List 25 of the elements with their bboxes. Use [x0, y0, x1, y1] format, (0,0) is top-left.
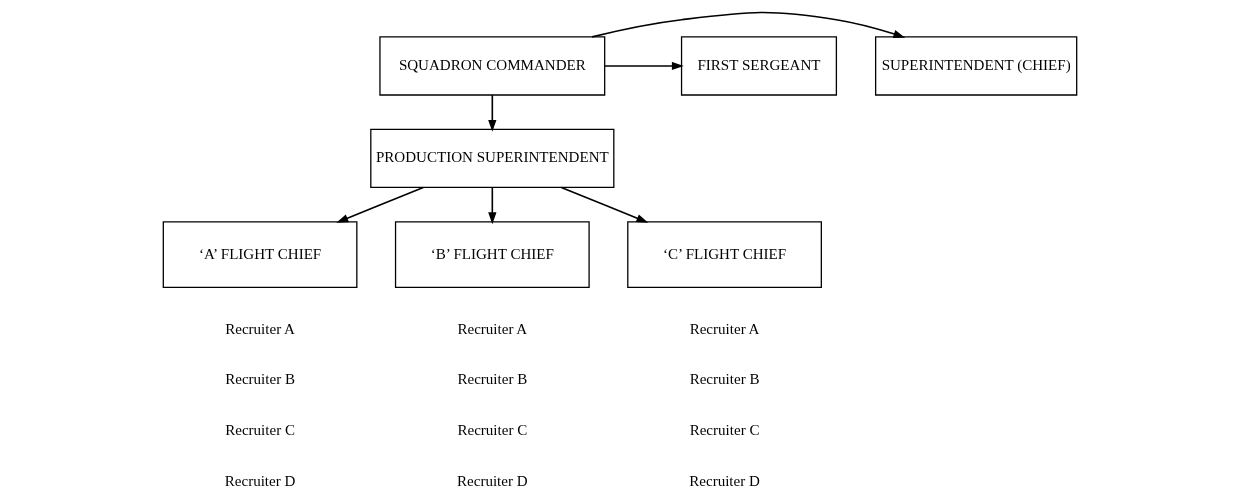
node-box: PRODUCTION SUPERINTENDENT — [369, 128, 614, 189]
node-box: ‘A’ FLIGHT CHIEF — [162, 221, 357, 289]
node-box: ‘B’ FLIGHT CHIEF — [394, 221, 590, 289]
label: Recruiter C — [456, 421, 527, 438]
label: Recruiter A — [689, 320, 759, 337]
label: Recruiter A — [224, 320, 295, 337]
arrow — [487, 186, 496, 225]
node-box: SQUADRON COMMANDER — [378, 36, 605, 96]
label: Recruiter A — [456, 320, 527, 337]
label: Recruiter B — [224, 371, 295, 388]
arrow — [560, 186, 648, 223]
label: Recruiter D — [456, 472, 528, 489]
label: Recruiter C — [689, 421, 759, 438]
node-box: SUPERINTENDENT (CHIEF) — [874, 36, 1077, 96]
arrow — [603, 61, 684, 71]
label: Recruiter D — [688, 472, 760, 489]
node-box: ‘C’ FLIGHT CHIEF — [626, 221, 822, 289]
arrow — [335, 186, 424, 223]
arrow — [487, 94, 496, 132]
label: Recruiter C — [224, 421, 295, 438]
label: Recruiter B — [456, 371, 527, 388]
arrow — [590, 11, 905, 38]
node-box: FIRST SERGEANT — [680, 36, 837, 96]
label: Recruiter B — [689, 371, 759, 388]
label: Recruiter D — [224, 472, 295, 489]
